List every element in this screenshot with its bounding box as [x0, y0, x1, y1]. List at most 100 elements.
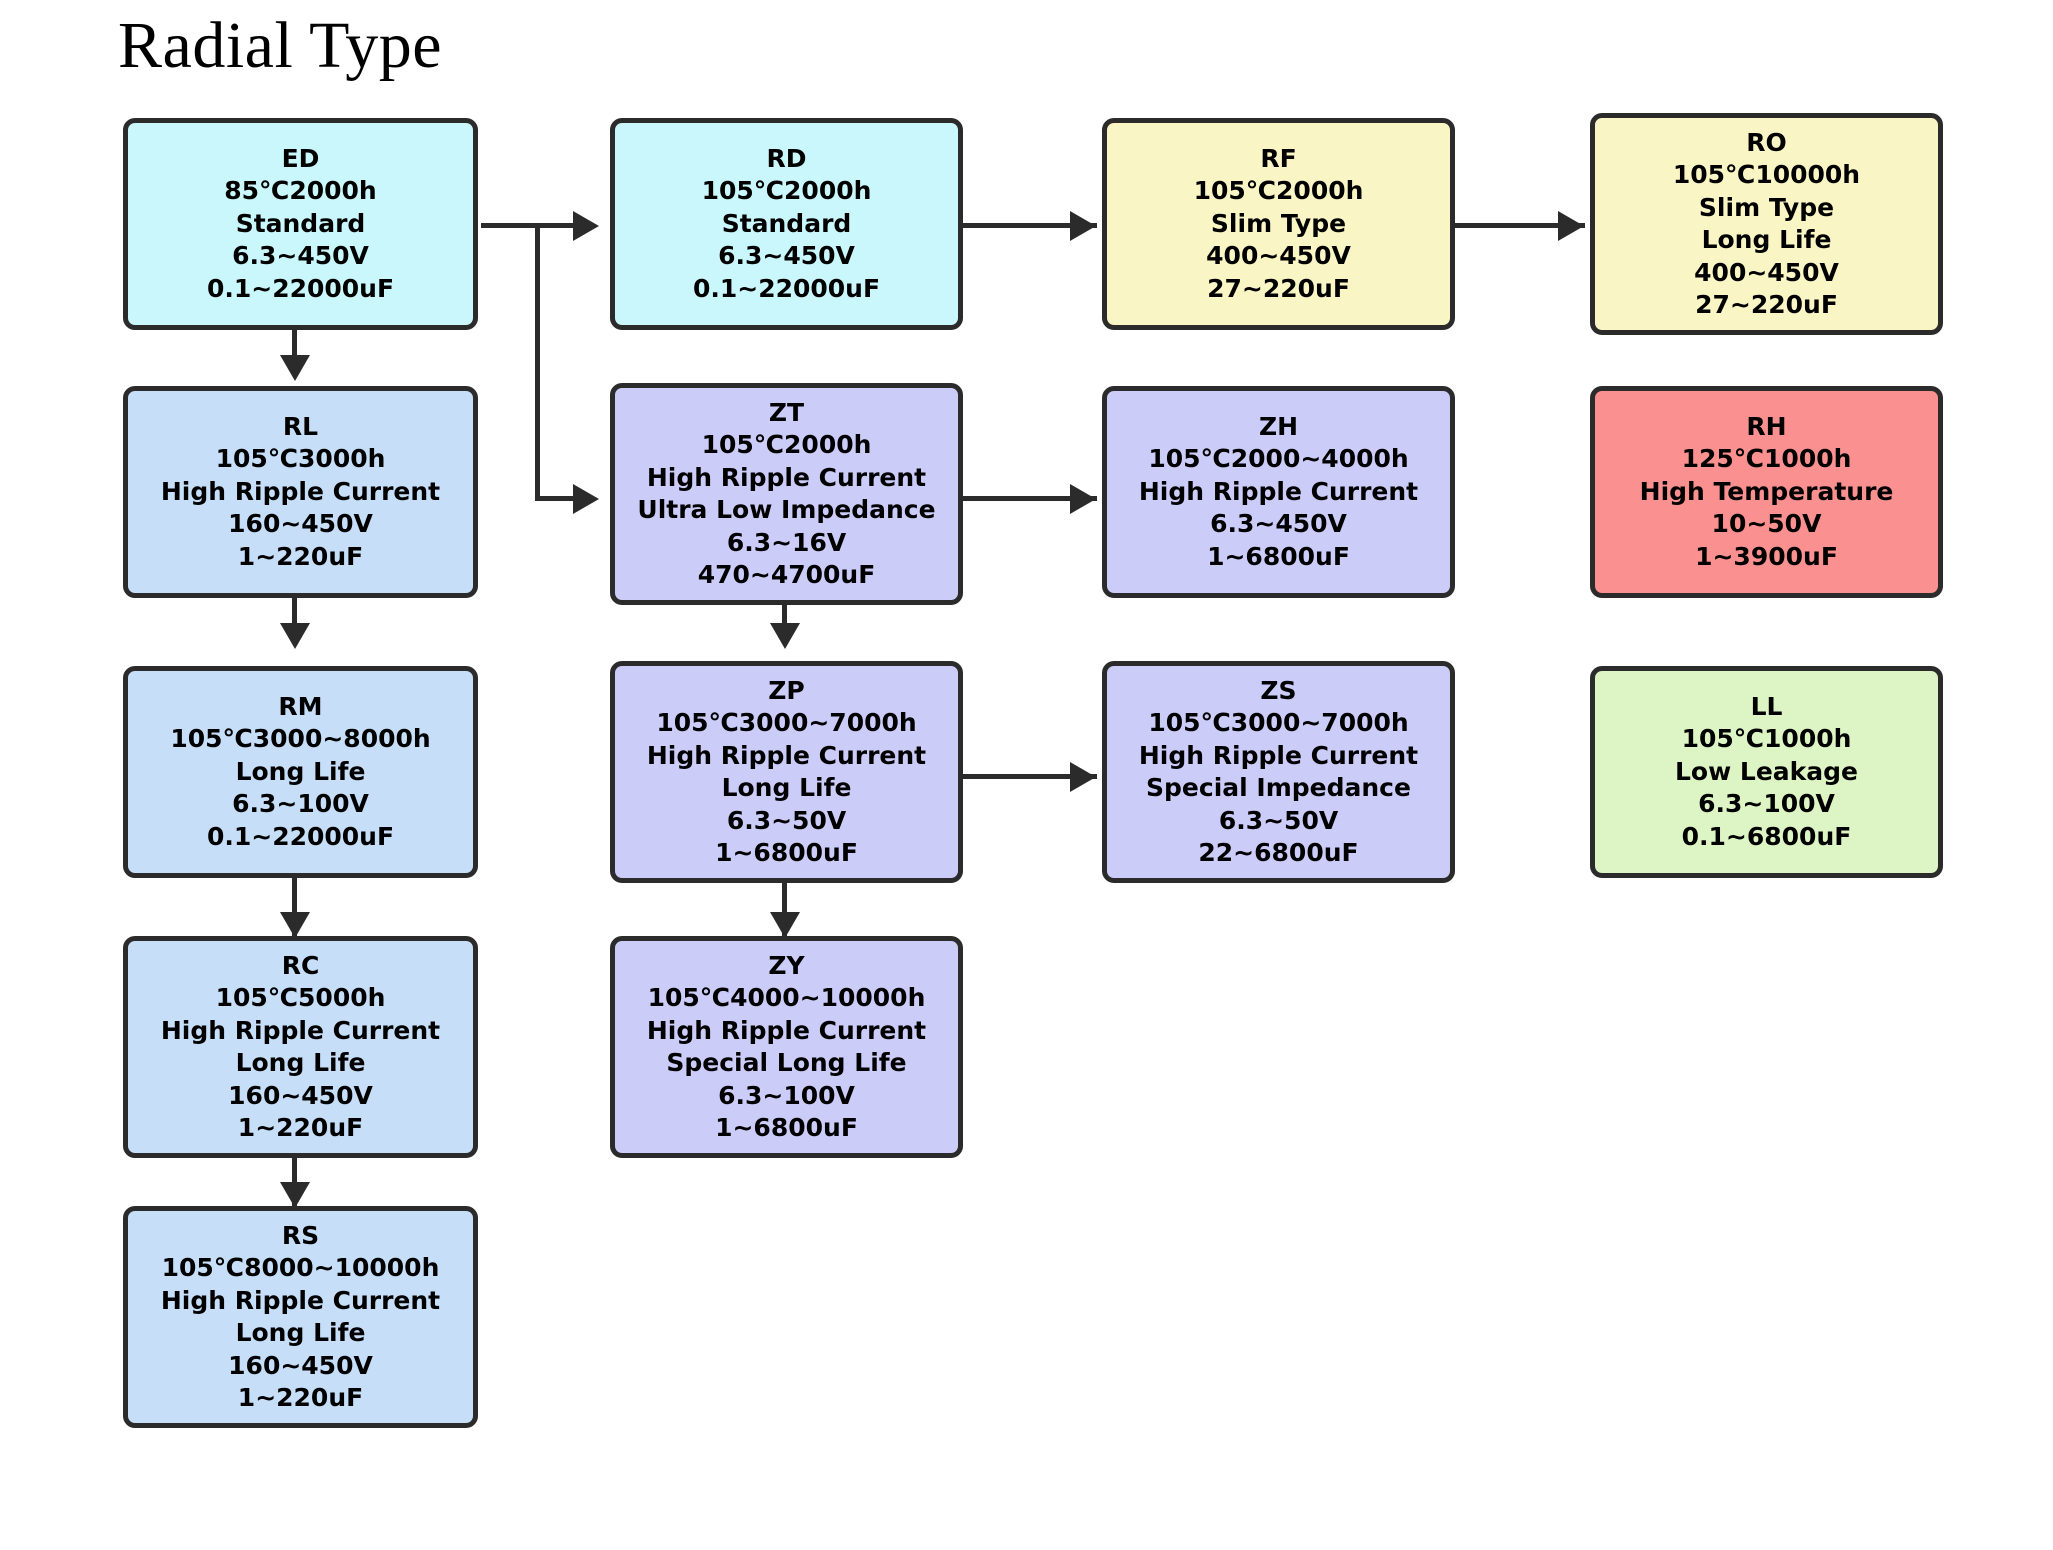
node-code-label: ZH [1258, 411, 1299, 441]
node-spec-line: 105℃3000~7000h [1148, 708, 1409, 737]
node-spec-line: 0.1~6800uF [1681, 821, 1852, 851]
arrowhead-to-rc [280, 912, 310, 938]
node-spec-line: 1~220uF [237, 1113, 364, 1142]
edge-zp-to-zs [962, 774, 1097, 779]
node-spec-line: 1~3900uF [1695, 541, 1838, 571]
node-code-label: RM [278, 691, 323, 721]
arrowhead-to-zs [1070, 762, 1096, 792]
node-spec-line: Slim Type [1698, 192, 1835, 222]
node-spec-line: 105℃2000h [701, 430, 872, 459]
node-spec-line: 105℃2000~4000h [1148, 444, 1409, 474]
node-spec-line: 22~6800uF [1198, 838, 1359, 867]
node-spec-line: Low Leakage [1674, 756, 1858, 786]
node-spec-line: 6.3~16V [726, 527, 847, 557]
arrowhead-to-rs [280, 1182, 310, 1208]
edge-rc-to-rs [292, 1148, 297, 1206]
node-spec-line: 6.3~450V [232, 241, 369, 271]
node-code-label: ZY [768, 950, 805, 980]
node-code-label: RS [281, 1220, 320, 1250]
node-spec-line: 160~450V [228, 1080, 373, 1110]
node-spec-line: Long Life [235, 1048, 366, 1077]
arrowhead-to-zp [770, 623, 800, 649]
node-spec-line: 1~6800uF [1207, 541, 1350, 571]
edge-rm-to-rc [292, 878, 297, 936]
node-spec-line: Special Impedance [1146, 773, 1411, 802]
edge-zt-to-zh [962, 496, 1097, 501]
node-spec-line: High Ripple Current [646, 462, 927, 492]
node-spec-line: High Ripple Current [160, 476, 441, 506]
node-spec-line: 6.3~100V [232, 789, 369, 819]
node-spec-line: 0.1~22000uF [206, 273, 395, 303]
node-spec-line: 160~450V [228, 1350, 373, 1380]
node-spec-line: 6.3~50V [726, 805, 847, 835]
edge-rl-to-rm [292, 598, 297, 642]
node-spec-line: 125℃1000h [1681, 444, 1852, 474]
node-spec-line: 105℃2000h [701, 176, 872, 206]
node-spec-line: 160~450V [228, 509, 373, 539]
node-spec-line: 105℃1000h [1681, 724, 1852, 754]
arrowhead-to-zy [770, 912, 800, 938]
page-title: Radial Type [118, 9, 443, 82]
node-spec-line: Long Life [721, 773, 852, 802]
node-spec-line: 105℃3000~8000h [170, 724, 431, 754]
node-spec-line: Long Life [235, 756, 366, 786]
node-spec-line: 85℃2000h [224, 176, 377, 206]
edge-junction-vertical [535, 223, 540, 498]
arrowhead-to-ro [1558, 211, 1584, 241]
node-spec-line: Ultra Low Impedance [637, 495, 936, 524]
node-spec-line: High Temperature [1639, 476, 1894, 506]
node-spec-line: 105℃5000h [215, 983, 386, 1012]
node-spec-line: 0.1~22000uF [206, 821, 395, 851]
node-spec-line: Slim Type [1210, 208, 1347, 238]
arrowhead-to-zh [1070, 484, 1096, 514]
node-spec-line: Long Life [235, 1318, 366, 1347]
node-spec-line: High Ripple Current [1138, 740, 1419, 770]
node-spec-line: 0.1~22000uF [692, 273, 881, 303]
node-spec-line: 400~450V [1694, 257, 1839, 287]
node-spec-line: 105℃8000~10000h [161, 1253, 440, 1282]
edge-ed-to-junction [481, 223, 539, 228]
arrowhead-to-rm [280, 623, 310, 649]
node-code-label: LL [1750, 691, 1783, 721]
node-spec-line: 10~50V [1711, 509, 1822, 539]
node-spec-line: 105℃4000~10000h [647, 983, 926, 1012]
node-spec-line: 27~220uF [1207, 273, 1350, 303]
node-spec-line: High Ripple Current [160, 1015, 441, 1045]
node-spec-line: High Ripple Current [160, 1285, 441, 1315]
node-spec-line: High Ripple Current [1138, 476, 1419, 506]
edge-junction-to-rd [535, 223, 587, 228]
node-code-label: RO [1746, 127, 1787, 157]
node-spec-line: 6.3~100V [718, 1080, 855, 1110]
node-spec-line: High Ripple Current [646, 1015, 927, 1045]
node-spec-line: High Ripple Current [646, 740, 927, 770]
node-spec-line: 6.3~50V [1218, 805, 1339, 835]
node-spec-line: 400~450V [1206, 241, 1351, 271]
node-spec-line: 6.3~450V [1210, 509, 1347, 539]
arrowhead-to-rl [280, 355, 310, 381]
node-code-label: RD [766, 143, 807, 173]
edge-rf-to-ro [1452, 223, 1585, 228]
node-spec-line: 6.3~450V [718, 241, 855, 271]
node-spec-line: Standard [721, 208, 852, 238]
edge-zt-to-zp [782, 598, 787, 642]
node-spec-line: 1~6800uF [715, 838, 858, 867]
node-spec-line: 27~220uF [1695, 290, 1838, 319]
arrowhead-to-zt [573, 484, 599, 514]
edge-junction-to-zt [535, 496, 587, 501]
